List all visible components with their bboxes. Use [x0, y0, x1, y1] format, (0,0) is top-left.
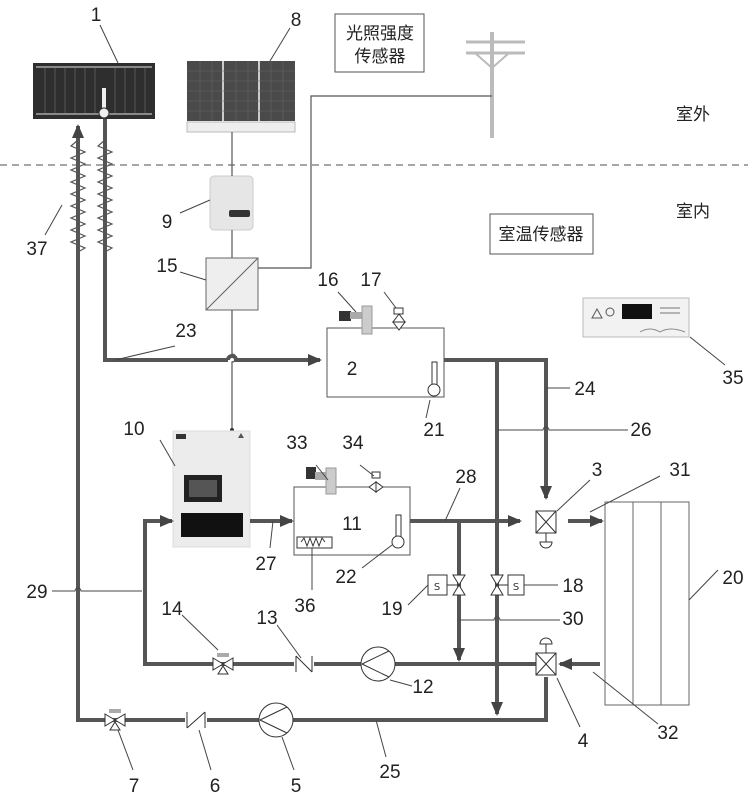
label-5: 5 [291, 776, 302, 797]
air-vent-icon [339, 305, 373, 335]
label-11: 11 [342, 514, 362, 535]
label-19: 19 [381, 599, 402, 620]
check-valve-6 [185, 711, 207, 729]
label-17: 17 [360, 270, 381, 291]
label-10: 10 [123, 419, 144, 440]
light-intensity-sensor: 光照强度 传感器 [334, 13, 425, 73]
grid-power-line [258, 95, 492, 269]
label-2: 2 [347, 359, 358, 380]
label-12: 12 [412, 677, 433, 698]
label-33: 33 [286, 433, 307, 454]
air-vent-icon [306, 467, 337, 495]
safety-valve-icon [368, 471, 384, 493]
label-22: 22 [335, 567, 356, 588]
ball-valve-7[interactable] [104, 709, 126, 731]
solenoid-valve-18[interactable]: S [490, 574, 525, 596]
collector-return-pipe [72, 124, 548, 722]
room-temperature-sensor: 室温传感器 [489, 213, 594, 255]
radiator [604, 501, 690, 706]
controller-panel[interactable] [582, 297, 690, 338]
label-13: 13 [256, 608, 277, 629]
label-32: 32 [657, 723, 678, 744]
indoor-label: 室内 [676, 202, 710, 222]
safety-valve-icon [392, 307, 406, 331]
ball-valve-14[interactable] [212, 653, 234, 675]
auxiliary-tank [293, 467, 411, 556]
label-7: 7 [129, 776, 140, 797]
circulation-pump-5[interactable] [258, 702, 294, 738]
electric-heater-icon [296, 536, 333, 549]
pipe-24 [444, 358, 552, 500]
power-converter [205, 257, 259, 311]
label-6: 6 [210, 776, 221, 797]
solenoid-valve-19[interactable]: S [427, 574, 466, 596]
label-37: 37 [26, 239, 47, 260]
label-25: 25 [379, 762, 400, 783]
label-18: 18 [562, 576, 583, 597]
light-sensor-label-1: 光照强度 [346, 24, 414, 44]
utility-pole-icon [466, 32, 525, 138]
collector-supply-pipe [103, 119, 228, 362]
label-24: 24 [574, 379, 596, 400]
label-27: 27 [255, 554, 276, 575]
solar-collector [33, 63, 155, 119]
label-4: 4 [578, 731, 589, 752]
photovoltaic-panel [186, 61, 296, 133]
insulation-zigzag-left [69, 139, 87, 253]
label-16: 16 [317, 270, 338, 291]
label-1: 1 [91, 5, 102, 26]
collector-thermometer-icon [98, 88, 110, 119]
label-14: 14 [161, 599, 183, 620]
check-valve-13 [294, 655, 314, 673]
solar-storage-tank [326, 305, 445, 398]
label-8: 8 [291, 10, 302, 31]
label-34: 34 [342, 433, 364, 454]
leader-lines [44, 24, 726, 771]
label-23: 23 [175, 321, 196, 342]
room-temp-sensor-label: 室温传感器 [499, 225, 584, 245]
label-35: 35 [722, 368, 743, 389]
circulation-pump-12[interactable] [360, 646, 396, 682]
converter-to-boiler-line [231, 310, 237, 430]
insulation-zigzag-right [96, 139, 114, 253]
light-sensor-label-2: 传感器 [355, 47, 406, 67]
label-28: 28 [455, 467, 476, 488]
label-36: 36 [294, 596, 315, 617]
electric-boiler[interactable] [172, 430, 251, 548]
inverter [209, 175, 254, 231]
label-9: 9 [162, 212, 173, 233]
outdoor-label: 室外 [676, 105, 710, 125]
label-30: 30 [562, 609, 583, 630]
solenoid-mark: S [434, 582, 440, 593]
reference-numbers: 1 8 9 37 15 16 17 23 2 21 24 35 26 10 33… [26, 5, 743, 797]
three-way-valve-4[interactable] [535, 637, 557, 676]
label-20: 20 [722, 568, 743, 589]
pipe-29 [143, 515, 223, 666]
label-3: 3 [592, 460, 603, 481]
label-21: 21 [423, 420, 444, 441]
tank11-thermometer-icon [391, 514, 405, 549]
pipe-23 [226, 354, 322, 366]
tank2-thermometer-icon [427, 361, 441, 397]
label-31: 31 [669, 460, 690, 481]
label-29: 29 [26, 582, 47, 603]
solenoid-mark: S [513, 582, 519, 593]
label-15: 15 [156, 256, 177, 277]
three-way-valve-3[interactable] [535, 510, 557, 549]
label-26: 26 [630, 420, 651, 441]
